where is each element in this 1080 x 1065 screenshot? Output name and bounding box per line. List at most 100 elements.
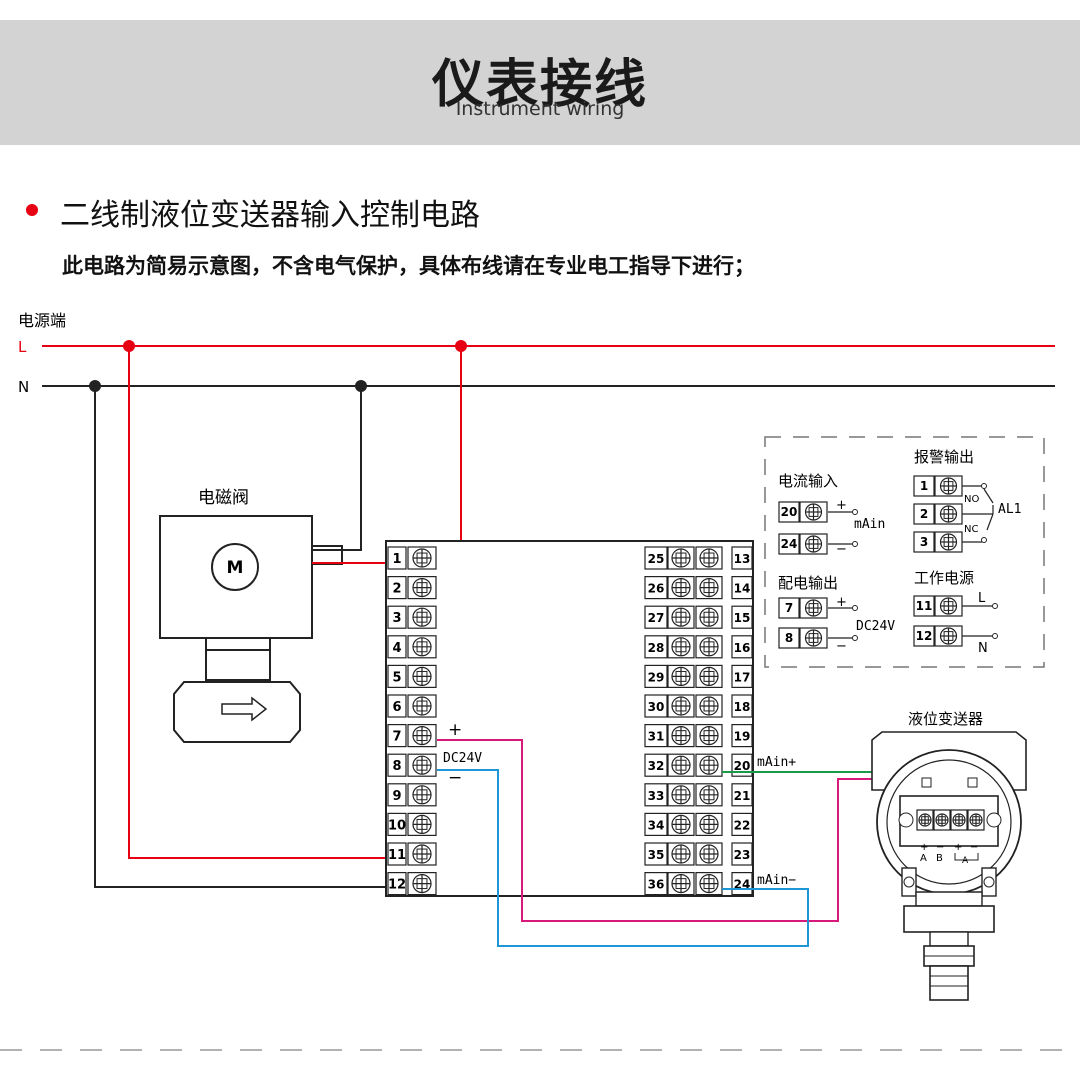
terminal-number: 33 xyxy=(644,783,668,807)
terminal-number: 36 xyxy=(644,871,668,896)
terminal-number: 30 xyxy=(644,694,668,718)
terminal-number-label: 15 xyxy=(734,611,751,625)
terminal-number-label: 7 xyxy=(785,601,793,615)
terminal-number: 10 xyxy=(387,812,407,837)
transmitter-plus-1: + xyxy=(920,842,928,853)
dc-minus-label: − xyxy=(448,768,462,788)
terminal-screw-icon xyxy=(667,842,695,866)
legend-current-label: mAin xyxy=(854,517,885,532)
terminal-screw-icon xyxy=(695,635,723,659)
terminal-number-label: 3 xyxy=(392,611,401,626)
terminal-number: 25 xyxy=(644,546,668,570)
terminal-number-label: 16 xyxy=(734,641,751,655)
transmitter-a: A xyxy=(920,853,927,864)
terminal-number-label: 3 xyxy=(920,535,928,549)
terminal-screw-icon xyxy=(667,694,695,718)
terminal-number-label: 8 xyxy=(785,631,793,645)
terminal-number: 18 xyxy=(731,694,753,718)
terminal-number: 20 xyxy=(731,753,753,777)
wire-dc-minus xyxy=(437,769,809,947)
terminal-screw-icon xyxy=(934,531,963,553)
terminal-screw-icon xyxy=(667,723,695,748)
transmitter-label: 液位变送器 xyxy=(908,710,983,728)
terminal-number: 2 xyxy=(387,575,407,600)
terminal-screw-icon xyxy=(667,871,695,896)
terminal-number-label: 2 xyxy=(920,507,928,521)
terminal-screw-icon xyxy=(695,575,723,600)
terminal-screw-icon xyxy=(407,723,437,748)
terminal-number-label: 28 xyxy=(648,641,665,655)
line-n-label: N xyxy=(18,378,29,396)
legend-current-title: 电流输入 xyxy=(778,472,838,490)
terminal-number-label: 11 xyxy=(388,848,406,863)
terminal-number: 11 xyxy=(913,595,935,617)
terminal-screw-icon xyxy=(407,635,437,659)
main-minus-label: mAin− xyxy=(757,873,796,888)
terminal-number: 2 xyxy=(913,503,935,525)
valve-label: 电磁阀 xyxy=(198,488,249,508)
terminal-screw-icon xyxy=(695,842,723,866)
transmitter-plus-2: + xyxy=(954,842,962,853)
legend-terminal: 1 xyxy=(913,475,963,497)
terminal-screw-icon xyxy=(407,664,437,689)
terminal-screw-icon xyxy=(695,664,723,689)
terminal-screw-icon xyxy=(667,546,695,570)
legend-terminal: 24 xyxy=(778,533,828,555)
terminal-number: 11 xyxy=(387,842,407,866)
terminal-screw-icon xyxy=(934,595,963,617)
terminal-number-label: 36 xyxy=(648,878,665,892)
terminal-number-label: 2 xyxy=(392,582,401,597)
terminal-number: 7 xyxy=(387,723,407,748)
terminal-screw-icon xyxy=(667,753,695,777)
legend-current-minus: − xyxy=(836,542,847,557)
terminal-number: 31 xyxy=(644,723,668,748)
legend-work-power: 工作电源 11 12 L N xyxy=(913,569,998,656)
terminal-number: 3 xyxy=(913,531,935,553)
motor-label: M xyxy=(227,558,244,578)
legend-power-output: 配电输出 7 8 + − DC24V xyxy=(778,574,895,654)
terminal-number-label: 32 xyxy=(648,759,665,773)
terminal-number-label: 9 xyxy=(392,789,401,804)
terminal-number: 3 xyxy=(387,605,407,629)
terminal-number-label: 20 xyxy=(734,759,751,773)
terminal-screw-icon xyxy=(407,605,437,629)
terminal-number-label: 25 xyxy=(648,552,665,566)
terminal-screw-icon xyxy=(799,597,828,619)
terminal-screw-icon xyxy=(407,546,437,570)
legend-current-input: 电流输入 20 24 + − mAin xyxy=(778,472,885,557)
transmitter-b: B xyxy=(936,853,943,864)
terminal-number: 6 xyxy=(387,694,407,718)
terminal-number: 7 xyxy=(778,597,800,619)
terminal-number: 35 xyxy=(644,842,668,866)
wire-l-to-11 xyxy=(128,346,386,859)
motor-icon xyxy=(211,543,259,591)
terminal-number-label: 31 xyxy=(648,730,665,744)
terminal-screw-icon xyxy=(407,871,437,896)
terminal-number: 8 xyxy=(778,627,800,649)
wire-n-to-12 xyxy=(94,386,386,888)
terminal-screw-icon xyxy=(695,546,723,570)
terminal-number-label: 23 xyxy=(734,848,751,862)
terminal-number: 1 xyxy=(913,475,935,497)
terminal-number-label: 11 xyxy=(916,599,933,613)
legend-alarm-label: AL1 xyxy=(998,502,1021,517)
terminal-screw-icon xyxy=(667,812,695,837)
terminal-number: 8 xyxy=(387,753,407,777)
terminal-number: 34 xyxy=(644,812,668,837)
legend-alarm-no: NO xyxy=(964,494,979,505)
terminal-number-label: 17 xyxy=(734,670,751,684)
legend-terminal: 12 xyxy=(913,625,963,647)
terminal-screw-icon xyxy=(799,627,828,649)
transmitter-bracket-a: A xyxy=(962,856,969,866)
legend-work-title: 工作电源 xyxy=(914,569,974,587)
terminal-number: 5 xyxy=(387,664,407,689)
terminal-screw-icon xyxy=(934,503,963,525)
terminal-number-label: 30 xyxy=(648,700,665,714)
terminal-screw-icon xyxy=(799,501,828,523)
terminal-number: 27 xyxy=(644,605,668,629)
terminal-number-label: 19 xyxy=(734,730,751,744)
terminal-number-label: 14 xyxy=(734,582,751,596)
terminal-number-label: 34 xyxy=(648,818,665,832)
page-title: 仪表接线 xyxy=(431,55,648,115)
